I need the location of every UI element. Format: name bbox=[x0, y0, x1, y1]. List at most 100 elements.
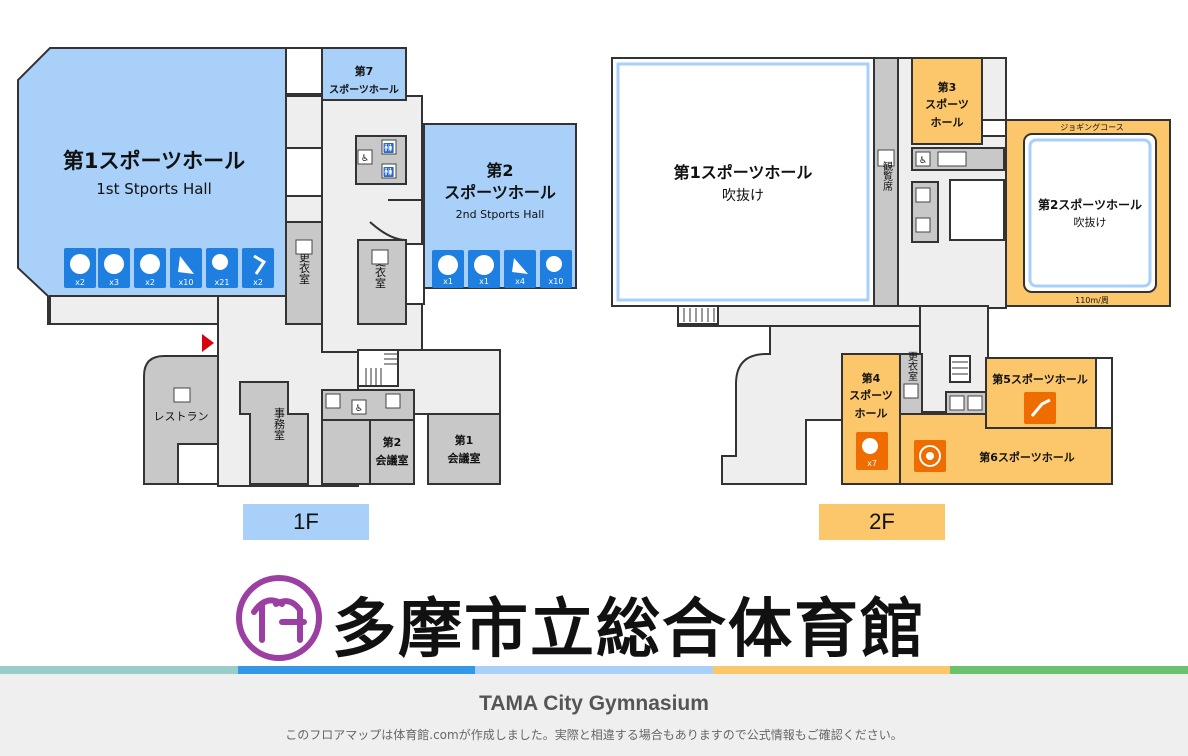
badge-count: x4 bbox=[515, 277, 525, 286]
sport-badge: x10 bbox=[170, 248, 202, 288]
badge-count: x21 bbox=[215, 278, 230, 287]
svg-text:♿: ♿ bbox=[919, 156, 927, 166]
locker-room-1-label: 更衣室 bbox=[298, 252, 311, 285]
gymnasium-logo-icon bbox=[236, 575, 322, 661]
wall-block bbox=[285, 147, 323, 197]
conference-room-1-num: 第1 bbox=[455, 433, 474, 447]
stairs bbox=[949, 355, 971, 383]
color-segment bbox=[712, 666, 951, 674]
room bbox=[321, 419, 371, 485]
hall-2-void bbox=[1023, 133, 1157, 293]
badge-count: x7 bbox=[867, 459, 877, 468]
sport-badge: x1 bbox=[432, 250, 464, 288]
hall-6-sport-badge bbox=[914, 440, 946, 472]
jogging-course-label: ジョギングコース bbox=[1060, 122, 1124, 132]
hall-1-void bbox=[611, 57, 875, 307]
color-segment bbox=[0, 666, 238, 674]
conference-room-1 bbox=[427, 413, 501, 485]
svg-text:♿: ♿ bbox=[361, 154, 369, 164]
sport-badge: x10 bbox=[540, 250, 572, 288]
hall-1-void-title: 第1スポーツホール bbox=[674, 163, 813, 182]
color-bar bbox=[0, 666, 1188, 674]
color-segment bbox=[475, 666, 713, 674]
badge-count: x10 bbox=[179, 278, 194, 287]
color-segment bbox=[237, 666, 476, 674]
hall-6-label: 第6スポーツホール bbox=[979, 450, 1074, 464]
badge-count: x1 bbox=[479, 277, 489, 286]
hall-3 bbox=[911, 57, 983, 145]
badge-count: x10 bbox=[549, 277, 564, 286]
hall-1-title: 第1スポーツホール bbox=[63, 149, 245, 173]
restroom-icons: ♿ 🚻 🚻 ♿ bbox=[173, 139, 401, 415]
locker-room-2 bbox=[357, 239, 407, 325]
sport-badge: x2 bbox=[64, 248, 96, 288]
door-arc bbox=[369, 221, 407, 241]
sport-badge: x2 bbox=[134, 248, 166, 288]
badge-count: x2 bbox=[75, 278, 85, 287]
hall-4-name-2: ホール bbox=[855, 407, 888, 420]
hall-2-name: スポーツホール bbox=[444, 183, 556, 202]
wall-block bbox=[177, 443, 219, 485]
hall-3-num: 第3 bbox=[938, 80, 957, 94]
page-title: 多摩市立総合体育館 bbox=[332, 593, 926, 667]
hall-1-void-edge bbox=[616, 62, 870, 302]
sport-badge: x21 bbox=[206, 248, 238, 288]
color-segment bbox=[950, 666, 1188, 674]
hall-7-num: 第7 bbox=[355, 64, 374, 78]
viewing-seats bbox=[873, 57, 899, 307]
wall-block bbox=[1095, 357, 1113, 429]
sport-badge: x3 bbox=[98, 248, 130, 288]
badge-count: x3 bbox=[109, 278, 119, 287]
office-label: 事務室 bbox=[273, 407, 286, 440]
entrance-marker bbox=[202, 334, 214, 352]
hall-3-name-1: スポーツ bbox=[925, 97, 969, 111]
sport-badge: x4 bbox=[504, 250, 536, 288]
track-length-label: 110m/周 bbox=[1075, 296, 1109, 305]
restaurant-label: レストラン bbox=[154, 410, 209, 423]
hall-4-sport-badge: x7 bbox=[856, 432, 888, 470]
conference-room-2-num: 第2 bbox=[383, 435, 402, 449]
sport-badge: x1 bbox=[468, 250, 500, 288]
wall-block bbox=[949, 179, 1005, 241]
conference-room-2-name: 会議室 bbox=[376, 453, 409, 467]
hall-2-num: 第2 bbox=[486, 161, 513, 180]
hall-2-void-subtitle: 吹抜け bbox=[1074, 215, 1107, 229]
hall-1-void-subtitle: 吹抜け bbox=[722, 188, 764, 204]
restroom-icons: ♿ bbox=[877, 149, 983, 411]
hall-7 bbox=[321, 47, 407, 101]
footer: TAMA City Gymnasium このフロアマップは体育館.comが作成し… bbox=[0, 674, 1188, 756]
hall-2-void-title: 第2スポーツホール bbox=[1038, 197, 1142, 212]
wall-block bbox=[405, 243, 425, 305]
english-name: TAMA City Gymnasium bbox=[479, 692, 709, 715]
badge-count: x2 bbox=[253, 278, 263, 287]
floor-1-label: 1F bbox=[243, 504, 369, 540]
office bbox=[239, 381, 309, 485]
hall-3-name-2: ホール bbox=[931, 116, 964, 129]
hall-5-label: 第5スポーツホール bbox=[992, 372, 1087, 386]
locker-room-1 bbox=[285, 221, 323, 325]
hall-1-sport-badges: x2 x3 x2 x10 x21 x2 bbox=[64, 248, 274, 288]
floor-2-label: 2F bbox=[819, 504, 945, 540]
hall-2-void-edge bbox=[1028, 138, 1152, 288]
stairs bbox=[357, 349, 399, 387]
stairs-lines bbox=[365, 353, 398, 386]
stairs-lines bbox=[683, 308, 968, 375]
locker-room-label: 更衣室 bbox=[906, 351, 918, 381]
hall-7-name: スポーツホール bbox=[329, 83, 399, 96]
hall-1-subtitle: 1st Stports Hall bbox=[96, 180, 212, 198]
hall-4-num: 第4 bbox=[862, 371, 881, 385]
disclaimer: このフロアマップは体育館.comが作成しました。実際と相違する場合もありますので… bbox=[285, 728, 903, 742]
svg-text:♿: ♿ bbox=[355, 404, 363, 414]
floor-2-plan bbox=[611, 57, 1171, 485]
viewing-seats-label: 観覧席 bbox=[881, 160, 893, 192]
svg-text:🚻: 🚻 bbox=[383, 166, 394, 178]
hall-4-name-1: スポーツ bbox=[849, 388, 893, 402]
wall-block bbox=[981, 119, 1007, 137]
hall-6 bbox=[899, 413, 1113, 485]
svg-text:🚻: 🚻 bbox=[383, 142, 394, 154]
conference-room-2 bbox=[369, 419, 415, 485]
hall-2-sport-badges: x1 x1 x4 x10 bbox=[432, 250, 572, 288]
conference-room-1-name: 会議室 bbox=[448, 451, 481, 465]
hall-2-subtitle: 2nd Stports Hall bbox=[456, 208, 545, 221]
